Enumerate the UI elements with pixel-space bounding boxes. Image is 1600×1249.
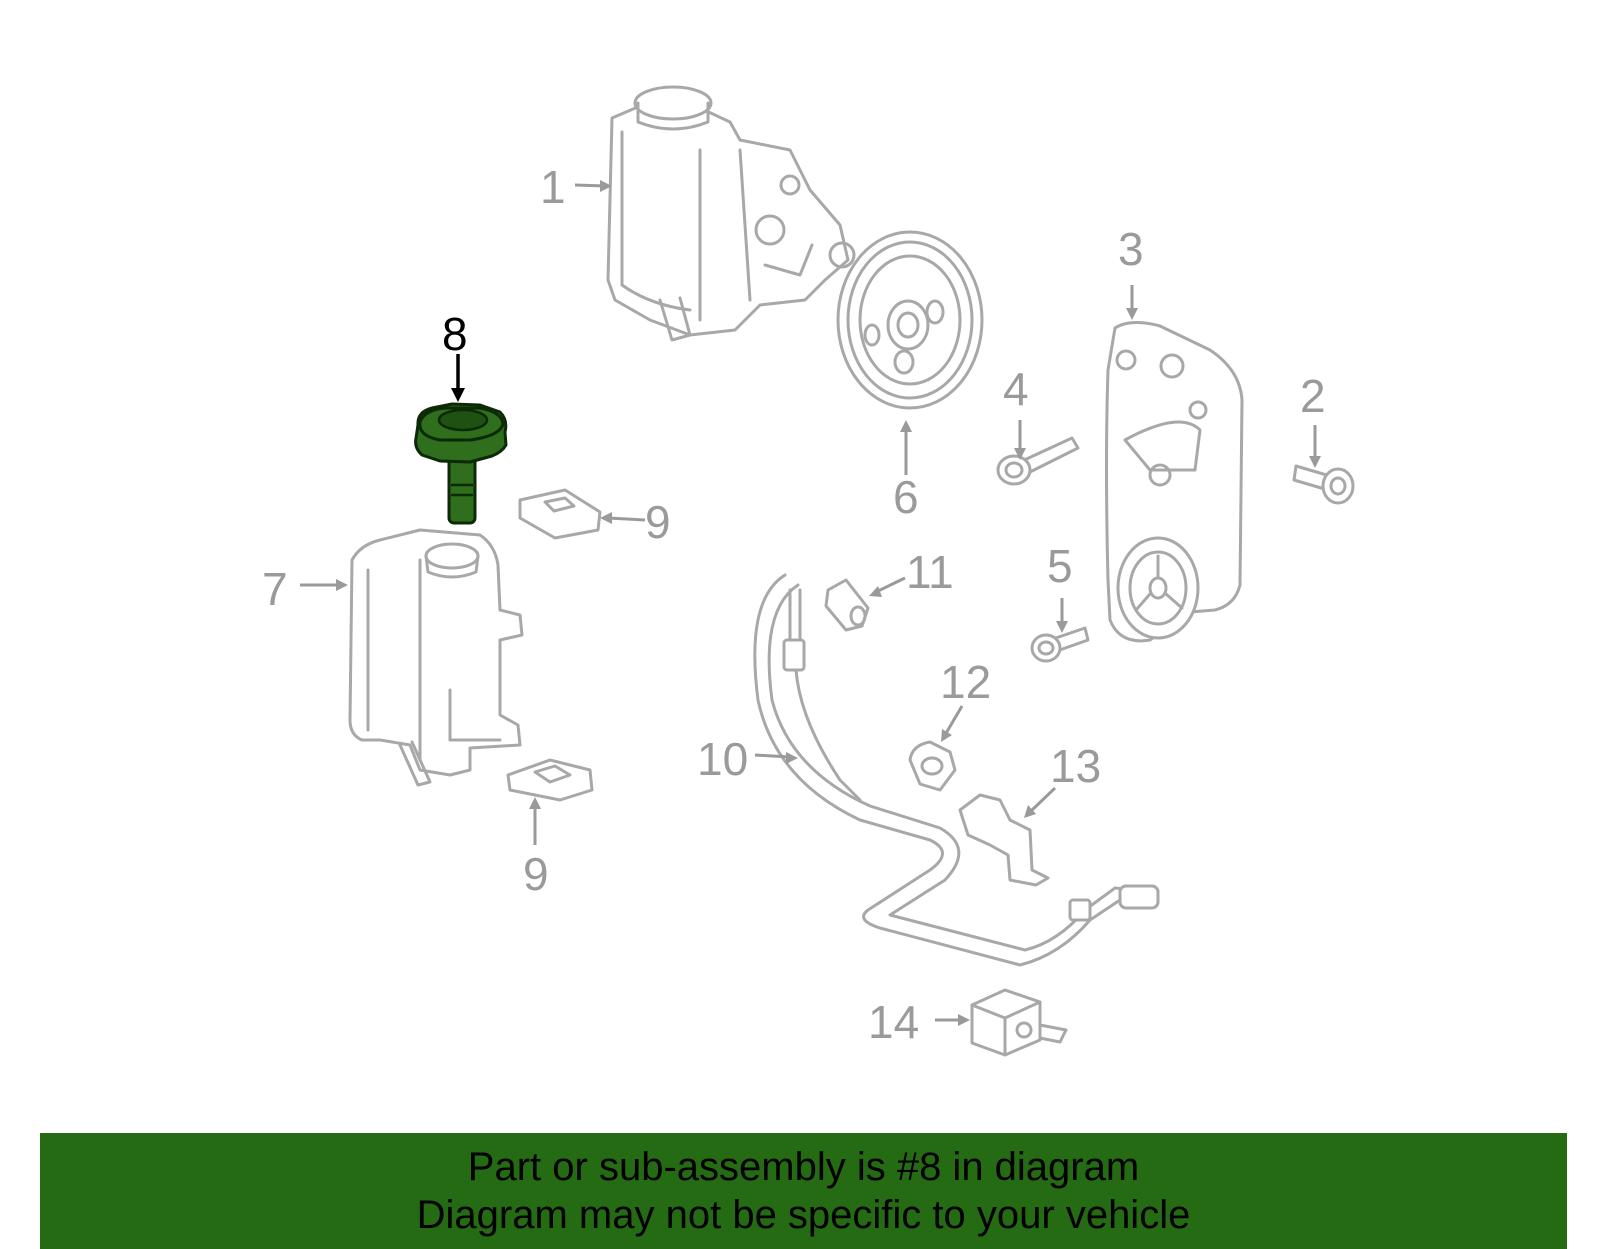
callout-1: 1 <box>540 161 566 213</box>
callout-12: 12 <box>940 656 991 708</box>
part-13-bracket[interactable] <box>958 793 1050 887</box>
part-11-fitting[interactable] <box>824 578 870 632</box>
part-4-bolt[interactable] <box>996 436 1080 486</box>
callout-4: 4 <box>1003 363 1029 415</box>
parts-diagram: 1 2 3 4 5 6 7 8 9 9 10 11 12 13 14 <box>262 85 1355 1057</box>
info-banner: Part or sub-assembly is #8 in diagram Di… <box>40 1133 1567 1249</box>
part-9-clip-lower[interactable] <box>506 758 594 802</box>
part-10-hose-assembly[interactable] <box>753 573 1160 967</box>
part-2-bolt[interactable] <box>1292 464 1355 505</box>
part-5-bolt[interactable] <box>1030 626 1090 663</box>
part-3-bracket[interactable] <box>1105 321 1244 643</box>
banner-line-disclaimer: Diagram may not be specific to your vehi… <box>416 1193 1191 1237</box>
callout-13: 13 <box>1050 740 1101 792</box>
callout-11: 11 <box>906 546 954 598</box>
callouts: 1 2 3 4 5 6 7 8 9 9 10 11 12 13 14 <box>262 161 1326 1048</box>
callout-10: 10 <box>697 733 748 785</box>
callout-14: 14 <box>868 996 919 1048</box>
leader-lines <box>300 180 1321 1026</box>
banner-line-part-info: Part or sub-assembly is #8 in diagram <box>467 1145 1140 1189</box>
part-7-reservoir[interactable] <box>348 528 524 787</box>
callout-5: 5 <box>1047 540 1073 592</box>
part-12-clamp[interactable] <box>908 740 957 792</box>
part-9-clip-upper[interactable] <box>518 488 602 540</box>
part-8-reservoir-cap[interactable] <box>414 402 508 525</box>
callout-9-upper: 9 <box>645 496 671 548</box>
callout-9-lower: 9 <box>523 848 549 900</box>
callout-8: 8 <box>442 308 468 360</box>
part-14-insulator[interactable] <box>970 988 1068 1057</box>
callout-3: 3 <box>1118 223 1144 275</box>
part-6-pulley[interactable] <box>836 230 984 410</box>
callout-6: 6 <box>893 471 919 523</box>
callout-2: 2 <box>1300 370 1326 422</box>
part-1-pump-assembly[interactable] <box>606 85 856 342</box>
callout-7: 7 <box>262 563 288 615</box>
